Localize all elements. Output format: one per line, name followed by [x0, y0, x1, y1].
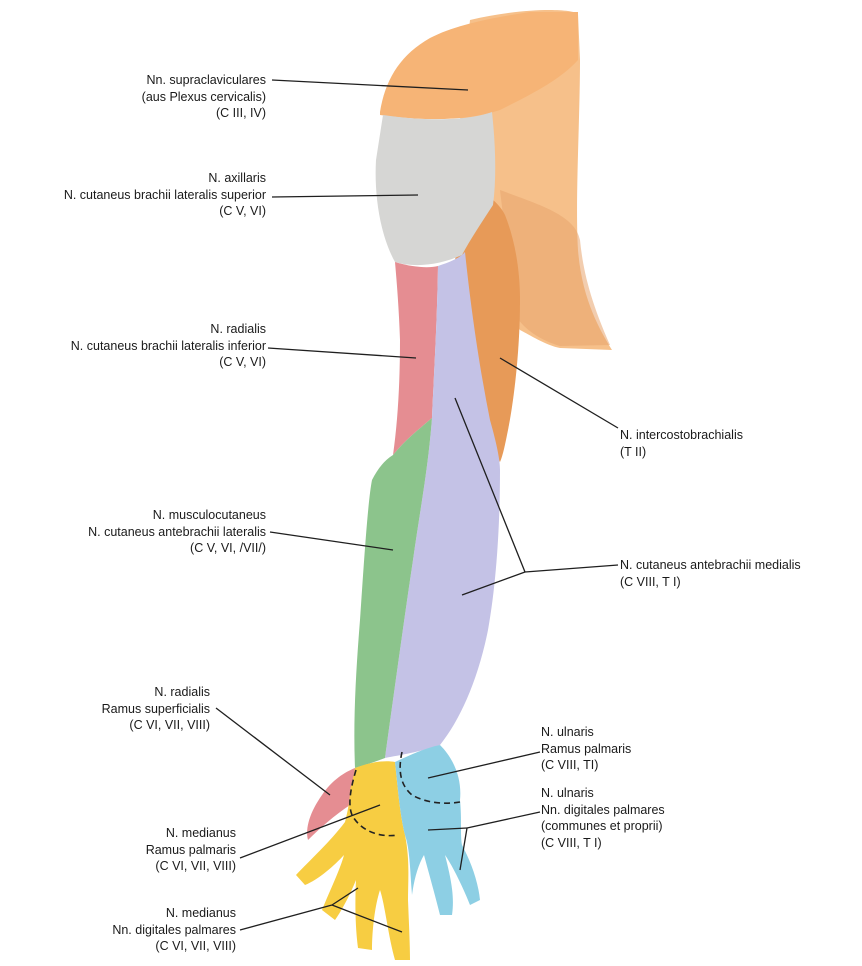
leader-ulnaris-digitales-a: [467, 812, 540, 828]
label-line: N. radialis: [71, 321, 266, 338]
label-line: (C V, VI): [64, 203, 266, 220]
label-line: (communes et proprii): [541, 818, 665, 835]
label-line: (C VI, VII, VIII): [102, 717, 210, 734]
leader-radialis-superficialis: [216, 708, 330, 795]
label-supraclaviculares: Nn. supraclaviculares (aus Plexus cervic…: [142, 72, 266, 122]
label-radialis-superficialis: N. radialis Ramus superficialis (C VI, V…: [102, 684, 210, 734]
label-line: N. cutaneus brachii lateralis inferior: [71, 338, 266, 355]
label-cutaneus-antebrachii-medialis: N. cutaneus antebrachii medialis (C VIII…: [620, 557, 801, 590]
median-palm-zone: [296, 761, 410, 960]
label-line: Ramus palmaris: [146, 842, 236, 859]
label-line: N. medianus: [112, 905, 236, 922]
label-ulnaris-digitales: N. ulnaris Nn. digitales palmares (commu…: [541, 785, 665, 851]
label-line: (C VIII, T I): [541, 835, 665, 852]
label-medianus-palmaris: N. medianus Ramus palmaris (C VI, VII, V…: [146, 825, 236, 875]
label-medianus-digitales: N. medianus Nn. digitales palmares (C VI…: [112, 905, 236, 955]
label-line: (C VIII, T I): [620, 574, 801, 591]
label-line: Nn. digitales palmares: [541, 802, 665, 819]
label-musculocutaneus: N. musculocutaneus N. cutaneus antebrach…: [88, 507, 266, 557]
label-axillaris: N. axillaris N. cutaneus brachii lateral…: [64, 170, 266, 220]
leader-intercostobrachialis: [500, 358, 618, 428]
label-line: N. radialis: [102, 684, 210, 701]
label-ulnaris-palmaris: N. ulnaris Ramus palmaris (C VIII, TI): [541, 724, 631, 774]
label-line: Nn. digitales palmares: [112, 922, 236, 939]
label-line: N. cutaneus antebrachii lateralis: [88, 524, 266, 541]
label-line: (C VI, VII, VIII): [112, 938, 236, 955]
label-line: N. musculocutaneus: [88, 507, 266, 524]
label-line: N. cutaneus antebrachii medialis: [620, 557, 801, 574]
label-line: N. intercostobrachialis: [620, 427, 743, 444]
label-line: (C III, IV): [142, 105, 266, 122]
label-radialis-brachii: N. radialis N. cutaneus brachii laterali…: [71, 321, 266, 371]
leader-radialis-brachii: [268, 348, 416, 358]
label-line: N. ulnaris: [541, 724, 631, 741]
label-line: (aus Plexus cervicalis): [142, 89, 266, 106]
label-line: N. ulnaris: [541, 785, 665, 802]
label-line: (C V, VI, /VII/): [88, 540, 266, 557]
label-line: (C VI, VII, VIII): [146, 858, 236, 875]
label-line: N. axillaris: [64, 170, 266, 187]
label-line: Nn. supraclaviculares: [142, 72, 266, 89]
label-intercostobrachialis: N. intercostobrachialis (T II): [620, 427, 743, 460]
leader-medianus-digitales-a: [240, 905, 332, 930]
label-line: Ramus superficialis: [102, 701, 210, 718]
label-line: (C VIII, TI): [541, 757, 631, 774]
label-line: N. cutaneus brachii lateralis superior: [64, 187, 266, 204]
label-line: Ramus palmaris: [541, 741, 631, 758]
label-line: (T II): [620, 444, 743, 461]
label-line: (C V, VI): [71, 354, 266, 371]
label-line: N. medianus: [146, 825, 236, 842]
leader-cutaneus-medialis-a: [525, 565, 618, 572]
